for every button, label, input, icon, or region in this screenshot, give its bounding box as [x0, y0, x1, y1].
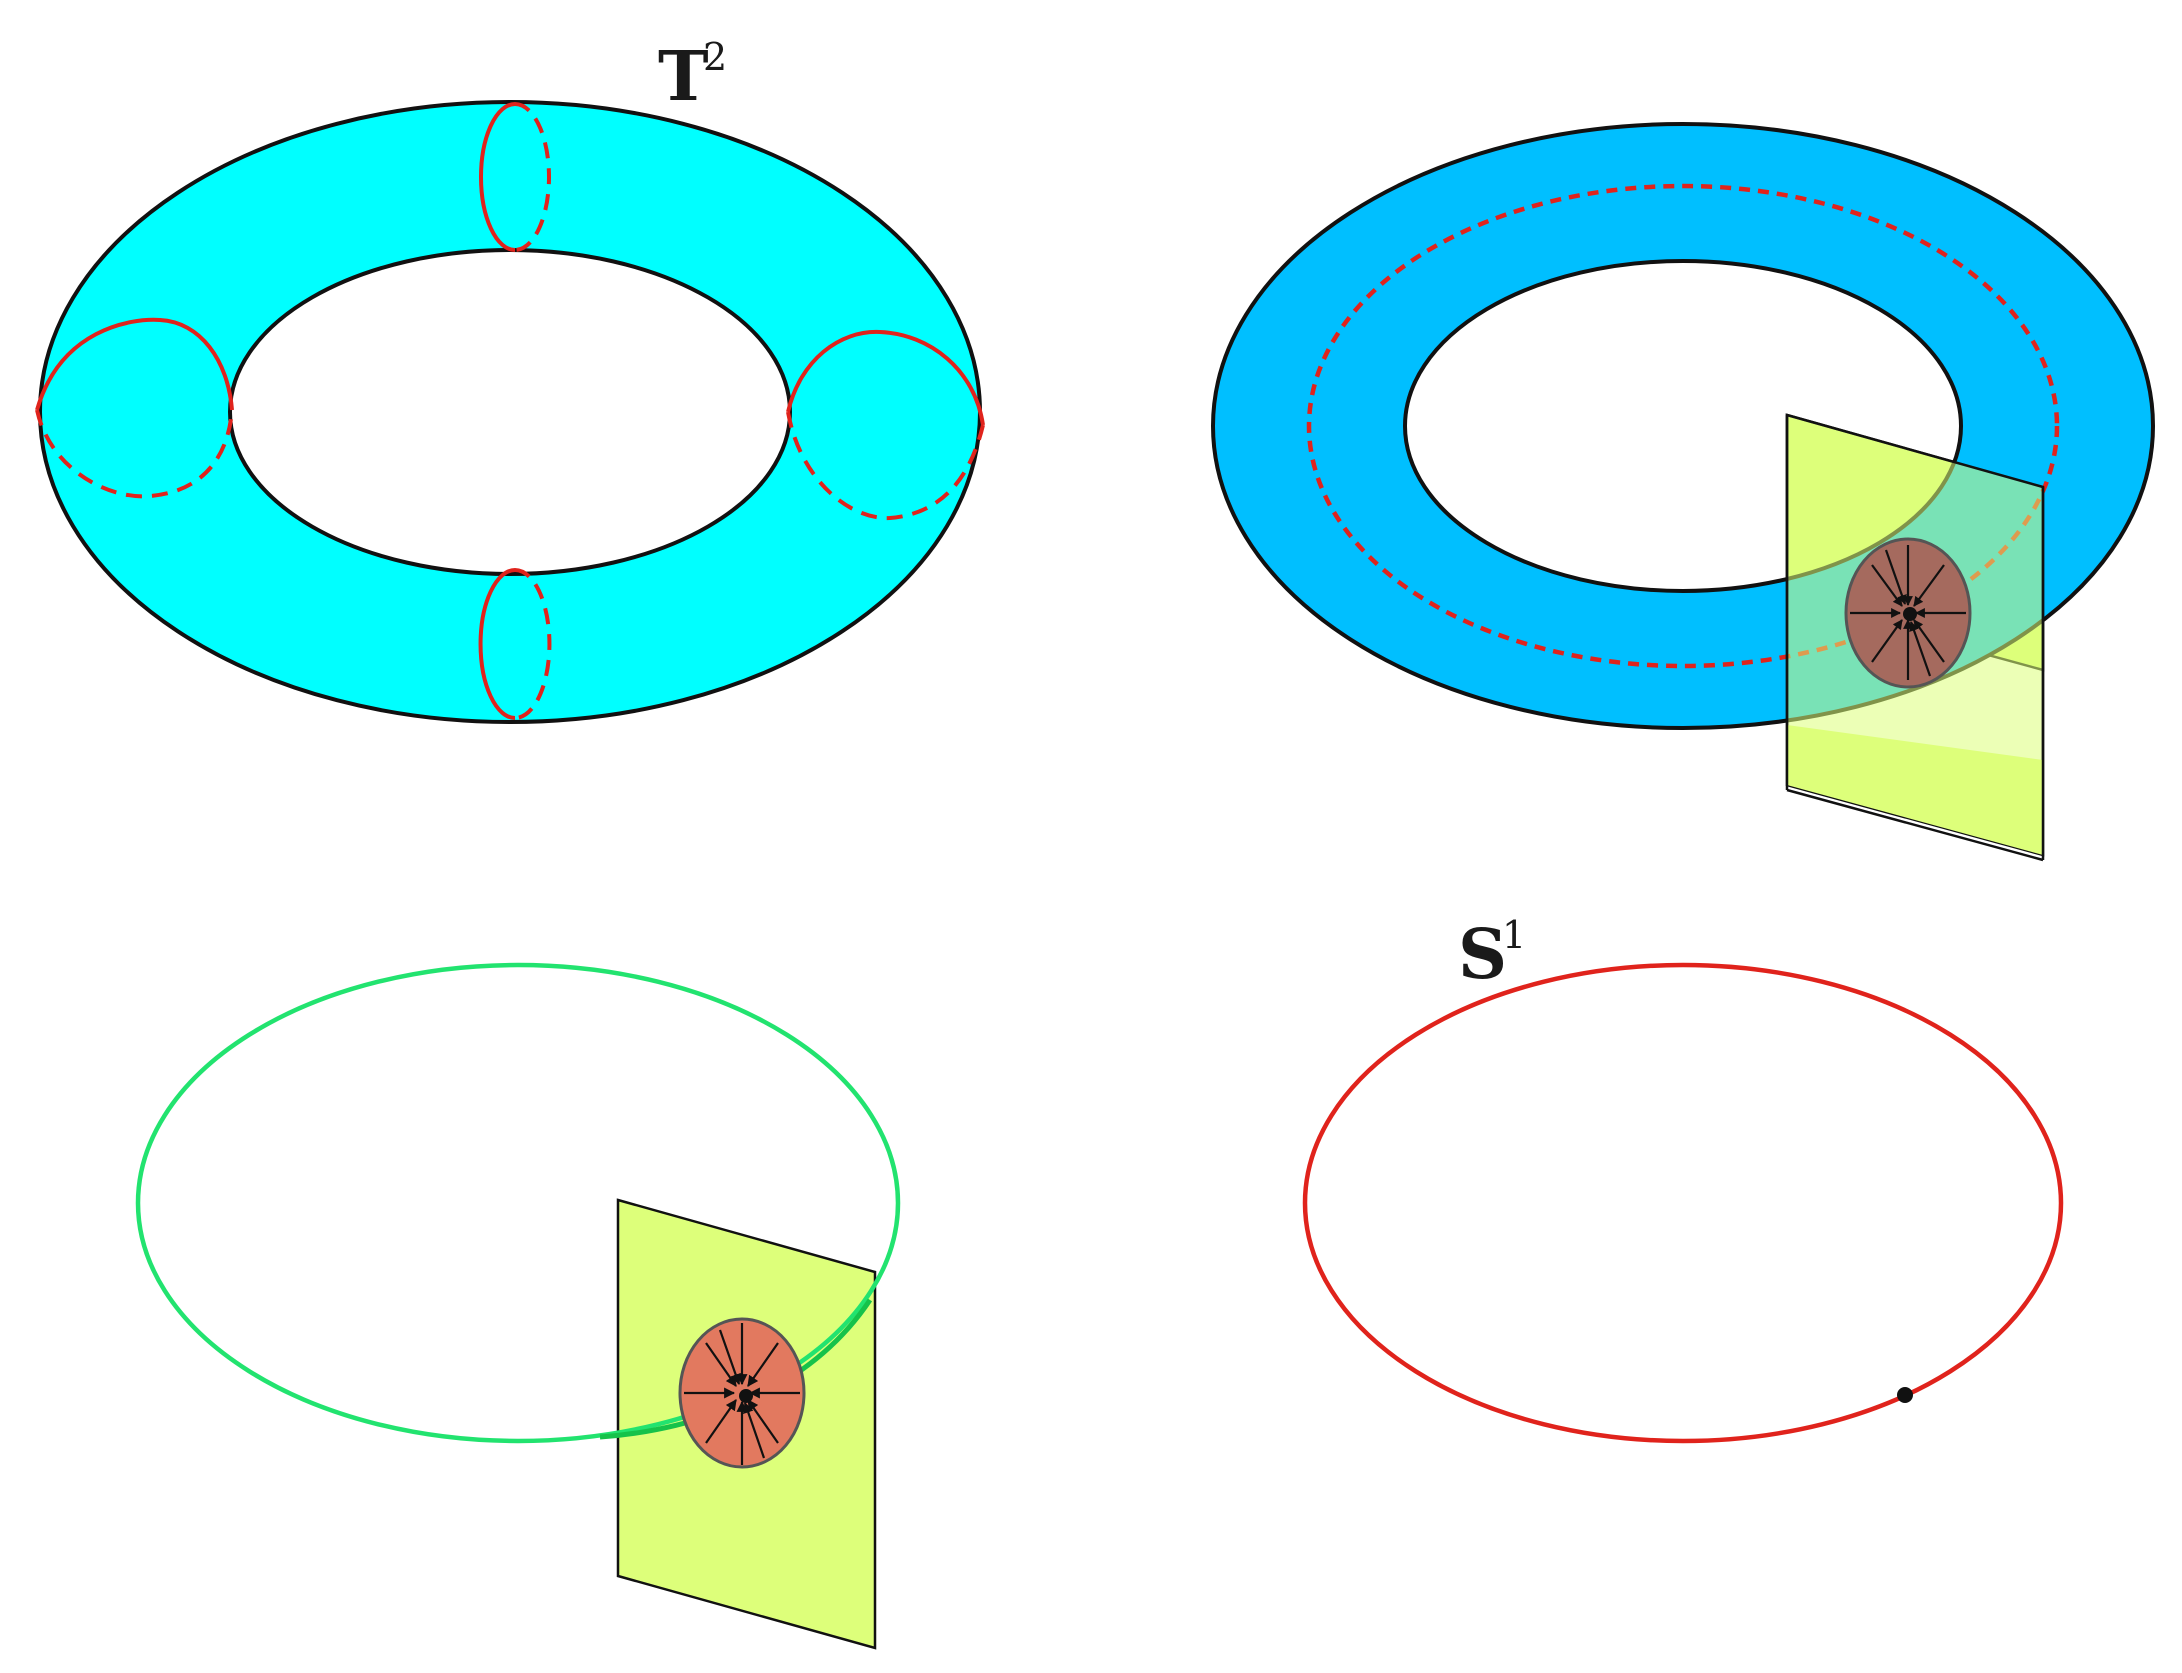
meridian-left-front: [35, 317, 234, 411]
meridian-top-back: [514, 102, 551, 252]
circle-label: S: [1458, 915, 1507, 995]
sink-arrows-section: [684, 1323, 800, 1465]
circle-s1: [1302, 962, 2064, 1444]
meridian-right-front: [786, 329, 985, 426]
section-plane-lower: [1787, 725, 2043, 855]
foliated-torus-panel: [1210, 122, 2156, 862]
circle-superscript: 1: [1502, 913, 1526, 957]
meridian-right-back: [786, 411, 985, 521]
meridian-top-front: [479, 102, 516, 252]
section-plane-edge-bottom: [1786, 788, 2044, 862]
meridian-bottom-front: [478, 568, 516, 720]
fixed-point-circle: [1897, 1387, 1913, 1403]
green-orbit: [135, 962, 901, 1444]
circle-panel: S 1: [1302, 913, 2064, 1444]
orbit-section-panel: [135, 962, 901, 1650]
meridian-bottom-back: [514, 568, 552, 720]
torus-superscript: 2: [703, 35, 727, 79]
fixed-point-section: [739, 1389, 753, 1403]
periodic-orbit: [1306, 183, 2060, 669]
torus-panel: T 2: [35, 35, 985, 724]
sink-arrows-torus: [1850, 545, 1966, 680]
meridian-left-back: [35, 409, 234, 499]
fixed-point-torus: [1903, 607, 1917, 621]
torus-label: T: [658, 37, 709, 117]
torus-body: [37, 100, 983, 724]
